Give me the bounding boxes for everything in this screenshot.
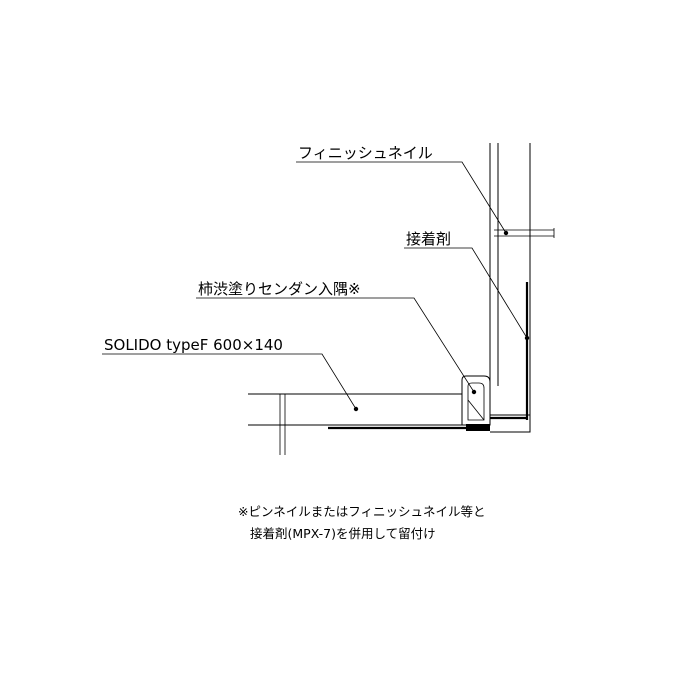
product-board — [248, 393, 472, 455]
leader-dot-inner-corner — [471, 389, 477, 395]
corner-outline — [461, 375, 491, 426]
leader-product — [102, 353, 357, 410]
inner-corner-piece — [461, 375, 531, 433]
leader-finish-nail — [296, 161, 507, 234]
label-adhesive: 接着剤 — [406, 230, 451, 248]
corner-adhesive-block — [466, 424, 490, 431]
corner-hatch — [467, 399, 485, 421]
corner-inner-profile — [467, 382, 485, 421]
leader-dot-adhesive — [524, 335, 530, 341]
leader-adhesive — [404, 247, 528, 339]
leader-dot-finish-nail — [503, 230, 509, 236]
leader-lines — [102, 161, 530, 412]
note-line-2: 接着剤(MPX-7)を併用して留付け — [250, 526, 436, 541]
label-inner-corner: 柿渋塗りセンダン入隅※ — [198, 280, 361, 298]
corner-base — [490, 414, 531, 433]
leader-inner-corner — [196, 297, 475, 393]
note-line-1: ※ピンネイルまたはフィニッシュネイル等と — [238, 504, 485, 519]
wall-boards — [489, 143, 555, 432]
label-product: SOLIDO typeF 600×140 — [104, 336, 283, 354]
label-finish-nail: フィニッシュネイル — [298, 144, 433, 162]
leader-dot-product — [353, 406, 359, 412]
